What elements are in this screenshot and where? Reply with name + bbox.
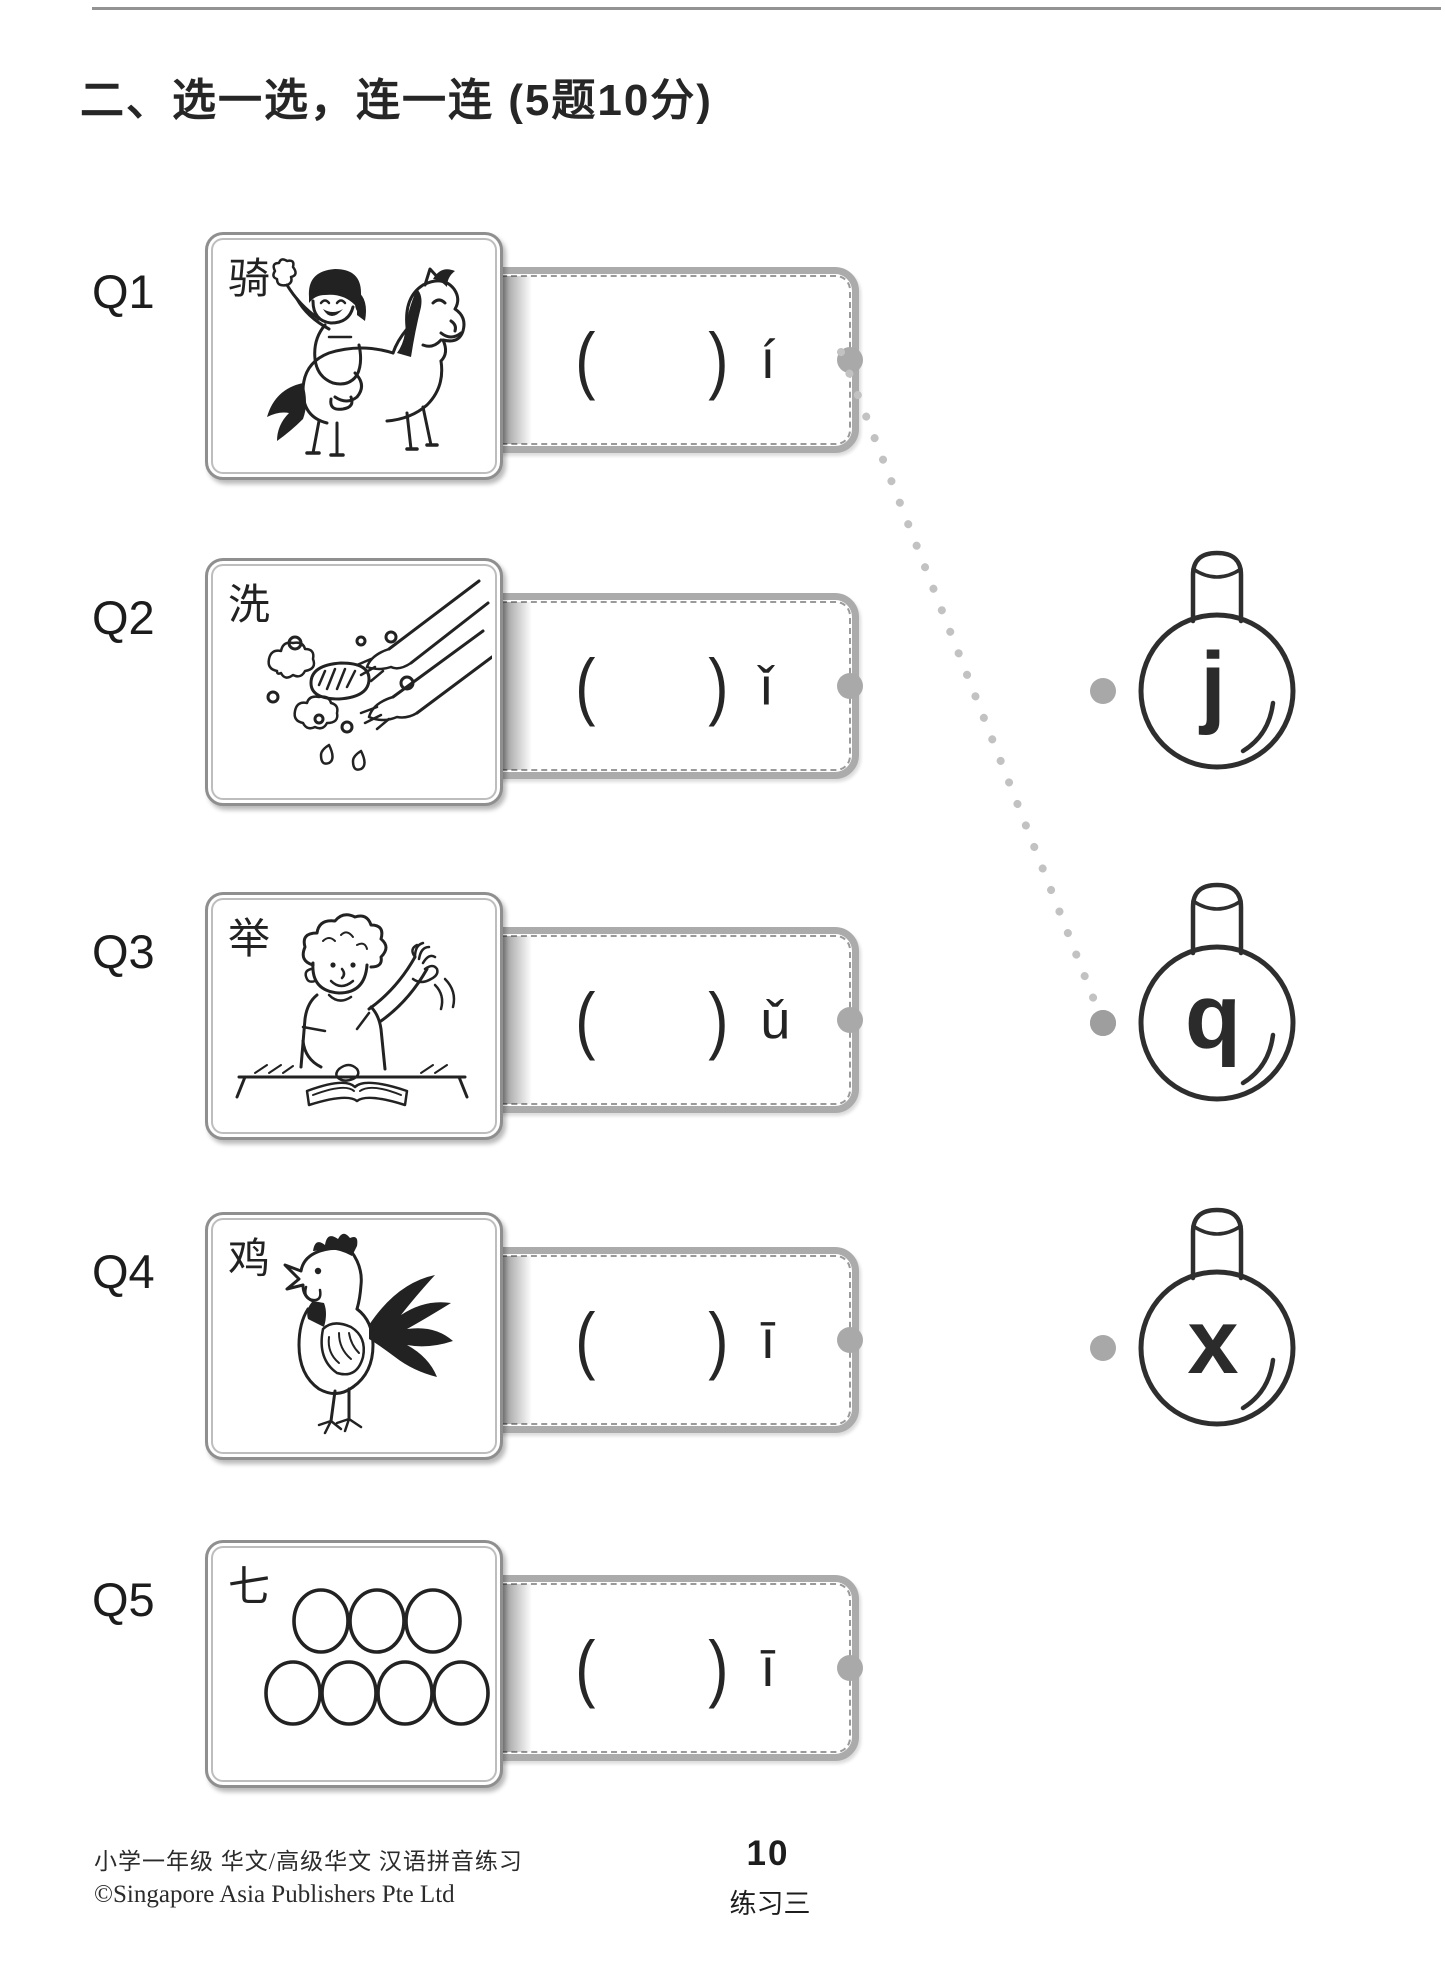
hanzi-label: 鸡	[228, 1237, 271, 1283]
open-paren: (	[575, 318, 596, 401]
initial-letter: x	[1187, 1291, 1239, 1393]
question-row-q4: Q4 鸡	[0, 1212, 1445, 1460]
open-paren: (	[575, 644, 596, 727]
initial-letter: j	[1200, 634, 1226, 736]
series-title: 小学一年级 华文/高级华文 汉语拼音练习	[94, 1849, 523, 1874]
question-label: Q3	[92, 925, 155, 978]
answer-box: ( ) ī	[468, 1575, 863, 1761]
answer-box: ( ) ī	[468, 1247, 863, 1433]
question-row-q2: Q2 洗	[0, 558, 1445, 806]
page-number: 10	[746, 1834, 790, 1873]
rooster-illustration	[283, 1233, 453, 1435]
open-paren: (	[575, 1626, 596, 1709]
picture-card: 七	[205, 1540, 503, 1788]
fold-shadow	[502, 1256, 532, 1424]
connector-dot[interactable]	[837, 347, 863, 373]
close-paren: )	[707, 978, 729, 1061]
question-label: Q2	[92, 591, 155, 644]
answer-box: ( ) í	[468, 267, 863, 453]
hanzi-label: 七	[228, 1565, 271, 1611]
open-paren: (	[575, 1298, 596, 1381]
fold-shadow	[502, 276, 532, 444]
question-row-q5: Q5 七 ( ) ī	[0, 1540, 1445, 1788]
balloon-icon	[1138, 550, 1296, 770]
pinyin-final: ī	[760, 1310, 776, 1370]
close-paren: )	[707, 644, 729, 727]
seven-circles-illustration	[264, 1588, 490, 1726]
answer-box: ( ) ǔ	[468, 927, 863, 1113]
fold-shadow	[502, 936, 532, 1104]
boy-raising-hand-illustration	[235, 913, 469, 1107]
section-title: 二、选一选，连一连 (5题10分)	[80, 76, 713, 125]
hanzi-label: 洗	[228, 583, 271, 629]
option-balloon-q[interactable]: q	[1129, 873, 1305, 1105]
hanzi-label: 骑	[228, 257, 271, 303]
close-paren: )	[707, 318, 729, 401]
close-paren: )	[707, 1298, 729, 1381]
option-balloon-j[interactable]: j	[1129, 541, 1305, 773]
initial-letter: q	[1184, 966, 1242, 1068]
balloon-icon	[1138, 882, 1296, 1102]
fold-shadow	[502, 602, 532, 770]
question-label: Q1	[92, 265, 155, 318]
picture-card: 骑	[205, 232, 503, 480]
answer-box: ( ) ǐ	[468, 593, 863, 779]
pinyin-final: ǐ	[760, 656, 773, 716]
connector-dot[interactable]	[837, 673, 863, 699]
option-anchor-dot-q[interactable]	[1090, 1010, 1116, 1036]
question-row-q1: Q1 骑	[0, 232, 1445, 480]
connector-dot[interactable]	[837, 1007, 863, 1033]
close-paren: )	[707, 1626, 729, 1709]
picture-card: 洗	[205, 558, 503, 806]
question-label: Q4	[92, 1245, 155, 1298]
copyright-line: ©Singapore Asia Publishers Pte Ltd	[94, 1881, 455, 1908]
pinyin-final: ī	[760, 1638, 776, 1698]
scan-artifact-line	[92, 7, 1441, 10]
child-riding-horse-illustration	[267, 258, 466, 457]
question-row-q3: Q3 举	[0, 892, 1445, 1140]
hanzi-label: 举	[228, 917, 271, 963]
question-label: Q5	[92, 1573, 155, 1626]
balloon-icon	[1138, 1207, 1296, 1427]
connector-dot[interactable]	[837, 1655, 863, 1681]
footer-imprint: 小学一年级 华文/高级华文 汉语拼音练习 ©Singapore Asia Pub…	[94, 1842, 523, 1909]
picture-card: 举	[205, 892, 503, 1140]
fold-shadow	[502, 1584, 532, 1752]
exercise-label: 练习三	[729, 1889, 811, 1919]
picture-card: 鸡	[205, 1212, 503, 1460]
pinyin-final: ǔ	[760, 990, 791, 1050]
connector-dot[interactable]	[837, 1327, 863, 1353]
pinyin-final: í	[760, 330, 776, 390]
option-anchor-dot-x[interactable]	[1090, 1335, 1116, 1361]
option-anchor-dot-j[interactable]	[1090, 678, 1116, 704]
option-balloon-x[interactable]: x	[1129, 1198, 1305, 1430]
washing-hands-illustration	[266, 579, 492, 771]
open-paren: (	[575, 978, 596, 1061]
